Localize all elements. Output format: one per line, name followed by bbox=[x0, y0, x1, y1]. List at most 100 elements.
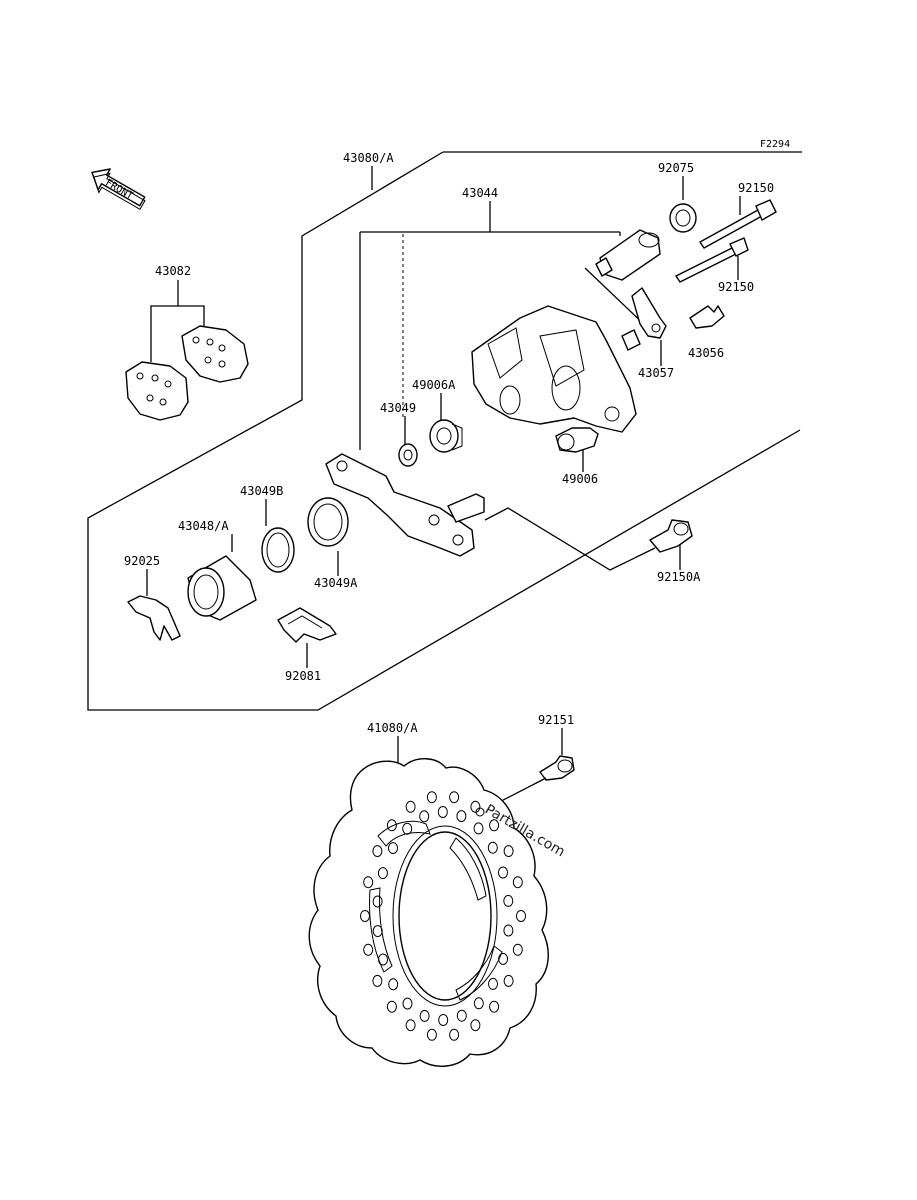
svg-text:41080/A: 41080/A bbox=[367, 721, 418, 735]
part-label-43048A[interactable]: 43048/A bbox=[178, 519, 233, 552]
seal-92075 bbox=[669, 203, 697, 233]
pin-92150-top bbox=[699, 199, 777, 249]
svg-text:43048/A: 43048/A bbox=[178, 519, 229, 533]
part-label-49006[interactable]: 49006 bbox=[562, 446, 598, 486]
disc-hole bbox=[489, 819, 500, 832]
disc-hole bbox=[405, 1019, 416, 1032]
disc-hole bbox=[470, 1019, 481, 1032]
svg-text:92150A: 92150A bbox=[657, 570, 701, 584]
disc-hole bbox=[456, 810, 467, 823]
disc-hole bbox=[386, 819, 397, 832]
svg-text:43044: 43044 bbox=[462, 186, 498, 200]
part-label-92150-bottom[interactable]: 92150 bbox=[718, 256, 754, 294]
disc-hole bbox=[498, 952, 509, 965]
disc-bolt-92151 bbox=[539, 755, 575, 781]
disc-hole bbox=[503, 924, 514, 937]
bolt-49006 bbox=[555, 427, 599, 453]
disc-hole bbox=[437, 806, 448, 818]
front-arrow-icon: FRONT bbox=[91, 168, 146, 211]
disc-hole bbox=[449, 1028, 460, 1041]
disc-hole bbox=[372, 974, 383, 987]
part-label-43044[interactable]: 43044 bbox=[462, 186, 498, 232]
part-label-92075[interactable]: 92075 bbox=[658, 161, 694, 200]
part-label-43082[interactable]: 43082 bbox=[150, 264, 205, 362]
svg-text:43082: 43082 bbox=[155, 264, 191, 278]
part-label-43057[interactable]: 43057 bbox=[638, 340, 674, 380]
brake-disc-41080A bbox=[308, 758, 549, 1067]
svg-text:92081: 92081 bbox=[285, 669, 321, 683]
pad-spring-92025 bbox=[127, 595, 181, 641]
disc-hole bbox=[419, 810, 430, 823]
disc-hole bbox=[378, 953, 388, 966]
svg-text:92075: 92075 bbox=[658, 161, 694, 175]
disc-hole bbox=[487, 841, 498, 854]
disc-hole bbox=[388, 978, 399, 991]
part-label-43049[interactable]: 43049 bbox=[380, 401, 416, 445]
piston-43048A bbox=[187, 555, 257, 621]
disc-hole bbox=[512, 876, 523, 889]
part-label-43049B[interactable]: 43049B bbox=[240, 484, 283, 526]
pin-92150-bottom bbox=[675, 237, 749, 283]
disc-hole bbox=[426, 791, 437, 804]
disc-hole bbox=[426, 1028, 437, 1041]
disc-hole bbox=[470, 800, 481, 813]
part-label-43080A[interactable]: 43080/A bbox=[343, 151, 394, 190]
piston-seal-43049A bbox=[307, 497, 349, 547]
brake-pad-front bbox=[125, 361, 189, 421]
disc-hole bbox=[386, 1000, 397, 1013]
disc-hole bbox=[489, 1000, 500, 1013]
svg-text:43049: 43049 bbox=[380, 401, 416, 415]
part-label-92150A[interactable]: 92150A bbox=[657, 543, 701, 584]
disc-hole bbox=[372, 895, 383, 908]
disc-hole bbox=[516, 910, 526, 922]
disc-hole bbox=[512, 943, 523, 956]
svg-text:49006A: 49006A bbox=[412, 378, 456, 392]
svg-text:92151: 92151 bbox=[538, 713, 574, 727]
disc-hole bbox=[503, 974, 514, 987]
disc-hole bbox=[402, 997, 413, 1010]
dust-seal-43049B bbox=[261, 527, 295, 573]
caliper-body bbox=[471, 305, 637, 433]
disc-hole bbox=[438, 1014, 449, 1026]
svg-text:92025: 92025 bbox=[124, 554, 160, 568]
part-label-92150-top[interactable]: 92150 bbox=[738, 181, 774, 215]
disc-hole bbox=[363, 876, 374, 889]
disc-hole bbox=[388, 842, 398, 855]
bleeder-cap bbox=[631, 287, 667, 339]
svg-text:43049A: 43049A bbox=[314, 576, 358, 590]
part-label-43049A[interactable]: 43049A bbox=[314, 551, 358, 590]
bolt-92150A bbox=[649, 519, 693, 553]
svg-text:92150: 92150 bbox=[738, 181, 774, 195]
disc-hole bbox=[503, 845, 514, 858]
part-label-49006A[interactable]: 49006A bbox=[412, 378, 456, 420]
svg-text:43049B: 43049B bbox=[240, 484, 283, 498]
disc-hole bbox=[377, 867, 388, 880]
disc-hole bbox=[360, 910, 370, 922]
brake-pad-rear bbox=[181, 325, 249, 383]
disc-hole bbox=[419, 1009, 430, 1022]
part-label-92025[interactable]: 92025 bbox=[124, 554, 160, 596]
caliper-bracket bbox=[325, 453, 485, 557]
svg-text:43056: 43056 bbox=[688, 346, 724, 360]
disc-hole bbox=[473, 997, 484, 1010]
part-label-43056[interactable]: 43056 bbox=[688, 346, 724, 360]
disc-hole bbox=[503, 894, 514, 907]
disc-hole bbox=[488, 977, 498, 990]
front-label: FRONT bbox=[103, 177, 135, 202]
svg-text:43080/A: 43080/A bbox=[343, 151, 394, 165]
disc-hole bbox=[372, 925, 383, 938]
registered-icon bbox=[475, 807, 485, 817]
disc-hole bbox=[456, 1009, 467, 1022]
disc-hole bbox=[449, 791, 460, 804]
svg-text:92150: 92150 bbox=[718, 280, 754, 294]
part-label-92151[interactable]: 92151 bbox=[538, 713, 574, 755]
svg-text:43057: 43057 bbox=[638, 366, 674, 380]
bleeder-valve bbox=[689, 305, 725, 329]
disc-hole bbox=[498, 866, 508, 879]
disc-hole bbox=[473, 822, 484, 835]
figure-code: F2294 bbox=[760, 139, 790, 150]
slide-pin-boot bbox=[595, 229, 661, 281]
disc-hole bbox=[402, 822, 413, 835]
part-label-92081[interactable]: 92081 bbox=[285, 643, 321, 683]
